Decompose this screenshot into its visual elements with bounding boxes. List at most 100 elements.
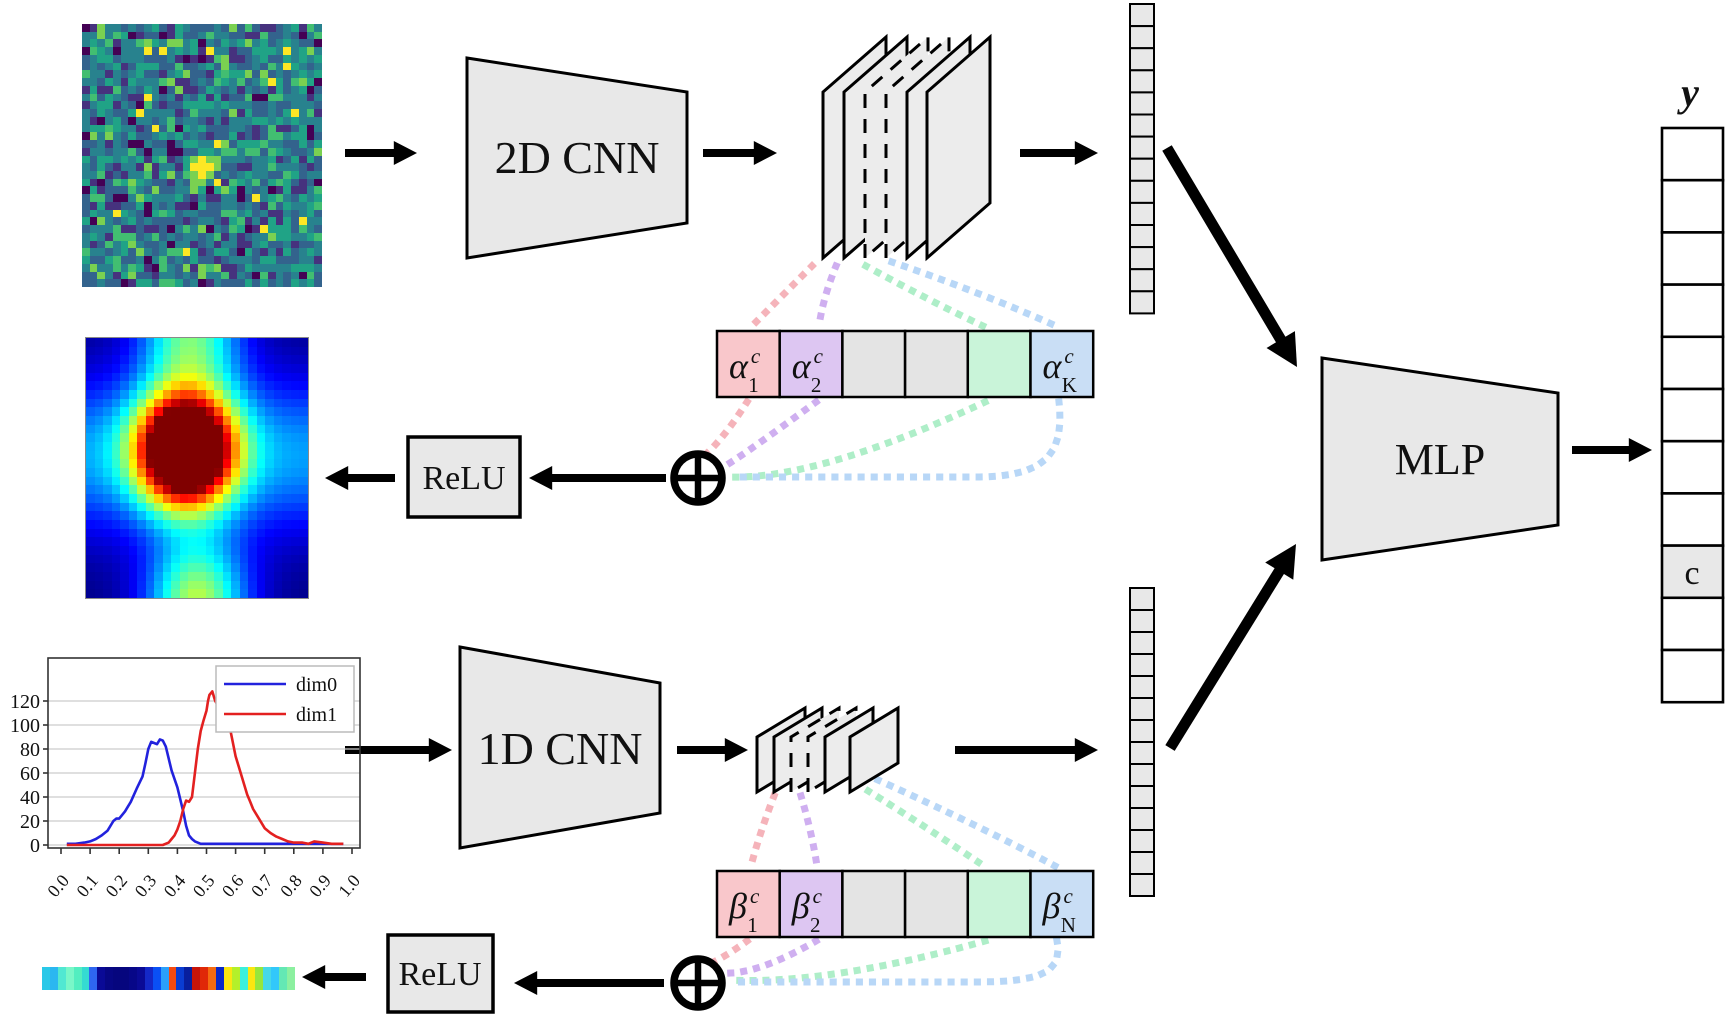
activation-strip-1d — [42, 967, 295, 990]
attention-connector-blue — [873, 775, 1060, 871]
relu-bottom-label: ReLU — [398, 956, 481, 993]
output-vector-cell — [1660, 596, 1725, 652]
feature-vector-2d-cell — [1129, 224, 1155, 249]
feature-vector-1d-cell — [1129, 785, 1155, 809]
chart-ytick-label: 80 — [20, 739, 40, 761]
feature-vector-1d-cell — [1129, 719, 1155, 743]
alpha-vector-cell — [841, 329, 907, 399]
feature-vector-1d-cell — [1129, 697, 1155, 721]
feature-vector-2d-cell — [1129, 268, 1155, 293]
flow-arrow-2-head — [1074, 141, 1098, 165]
feature-vector-2d-cell — [1129, 179, 1155, 204]
flow-arrow-9-head — [1074, 738, 1098, 762]
flow-arrow-1-head — [753, 141, 777, 165]
flow-arrow-3-head — [1266, 331, 1297, 367]
attention-connector-pink — [747, 261, 817, 331]
flow-arrow-12-head — [302, 965, 326, 989]
feature-vector-1d-cell — [1129, 587, 1155, 611]
cnn2d-block — [465, 56, 689, 260]
chart-xtick-label: 0.5 — [189, 871, 219, 901]
feature-vector-1d-cell — [1129, 851, 1155, 875]
output-vector-cell — [1660, 283, 1725, 339]
feature-vector-1d-cell — [1129, 807, 1155, 831]
alpha-vector-cell — [966, 329, 1032, 399]
feature-vector-2d-cell — [1129, 135, 1155, 160]
attention-connector-blue — [728, 936, 1062, 986]
attention-connector-green — [725, 936, 990, 984]
output-vector-cell — [1660, 492, 1725, 547]
attention-connector-pink — [701, 397, 752, 459]
feature-vector-1d-cell — [1129, 763, 1155, 787]
feature-maps-1d-sheet — [848, 705, 900, 795]
beta-vector-cell — [841, 869, 907, 939]
attention-connector-purple — [815, 261, 841, 330]
alpha-vector-cell — [778, 329, 844, 399]
chart-series-dim0 — [66, 738, 344, 846]
attention-connector-green — [861, 261, 988, 331]
chart-ytick-label: 40 — [20, 787, 40, 809]
feature-vector-2d-cell — [1129, 91, 1155, 116]
flow-arrow-11-head — [514, 971, 538, 995]
output-vector-cell — [1660, 231, 1725, 286]
feature-vector-1d-cell — [1129, 675, 1155, 699]
attention-connector-green — [724, 397, 990, 481]
beta-vector-cell — [903, 869, 970, 939]
alpha-vector-cell — [903, 329, 970, 399]
feature-vector-1d-cell — [1129, 741, 1155, 765]
chart-frame — [47, 657, 361, 849]
flow-arrow-8-head — [724, 738, 748, 762]
chart-xtick-label: 0.9 — [305, 871, 335, 901]
chart-ytick-label: 120 — [10, 691, 40, 713]
chart-ytick-label: 20 — [20, 811, 40, 833]
chart-xtick-label: 0.8 — [276, 871, 306, 901]
chart-legend-box — [215, 665, 355, 733]
relu-bottom-box — [386, 933, 495, 1014]
output-class-cell — [1660, 544, 1725, 600]
feature-vector-2d-cell — [1129, 3, 1155, 28]
output-vector-cell — [1660, 439, 1725, 495]
chart-ytick-label: 100 — [10, 715, 40, 737]
flow-arrow-7-head — [428, 738, 452, 762]
chart-xtick-label: 0.0 — [43, 871, 73, 901]
feature-vector-2d-cell — [1129, 113, 1155, 138]
feature-vector-2d-cell — [1129, 290, 1155, 315]
chart-xtick-label: 0.2 — [101, 871, 131, 901]
feature-vector-2d-cell — [1129, 201, 1155, 226]
feature-vector-1d-cell — [1129, 653, 1155, 677]
sum-operator-top — [670, 450, 726, 506]
flow-arrow-10-head — [1265, 544, 1296, 580]
beta-vector-cell — [715, 869, 781, 939]
cnn1d-label: 1D CNN — [478, 723, 643, 774]
output-vector-cell — [1660, 126, 1725, 182]
attention-connector-pink — [746, 791, 779, 871]
chart-xtick-label: 0.4 — [160, 871, 190, 901]
chart-xtick-label: 0.1 — [72, 871, 102, 901]
attention-connector-blue — [727, 398, 1064, 481]
relu-top-label: ReLU — [422, 460, 505, 497]
output-class-cell-label: c — [1684, 555, 1699, 592]
sum-operator-bottom — [670, 955, 726, 1011]
beta-vector-cell — [966, 869, 1032, 939]
output-vector-cell — [1660, 335, 1725, 391]
attention-connector-purple — [796, 791, 821, 870]
flow-arrow-5-head — [529, 466, 553, 490]
feature-vector-2d-cell — [1129, 157, 1155, 182]
chart-xtick-label: 0.6 — [218, 871, 248, 901]
mlp-label: MLP — [1395, 435, 1485, 484]
feature-vector-1d-cell — [1129, 873, 1155, 897]
feature-vector-1d-cell — [1129, 609, 1155, 633]
feature-maps-2d-sheet — [925, 33, 992, 262]
attention-connector-green — [852, 779, 989, 871]
attention-connector-purple — [719, 936, 821, 977]
feature-vector-2d-cell — [1129, 69, 1155, 94]
flow-arrow-0-head — [393, 141, 417, 165]
feature-vector-2d-cell — [1129, 25, 1155, 50]
chart-ytick-label: 0 — [30, 835, 40, 857]
